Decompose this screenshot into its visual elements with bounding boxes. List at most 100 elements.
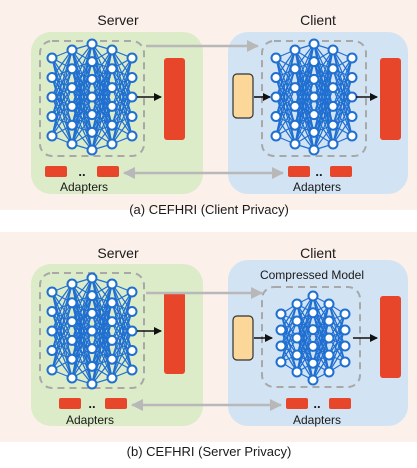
panel-b-server-network-neuron <box>46 364 58 376</box>
panel-b-server-network-neuron <box>46 345 58 356</box>
panel-b-client-output-block <box>380 296 401 378</box>
panel-b-server-network-neuron <box>106 353 118 365</box>
panel-b-server-network-connection <box>51 321 73 371</box>
panel-b-server-network-connection <box>91 283 113 349</box>
panel-b-client-network-connection <box>296 312 314 373</box>
panel-b-server-network-neuron <box>106 334 118 346</box>
panel-b-client-network-connection <box>328 329 346 373</box>
panel-b-client-title: Client <box>300 245 336 261</box>
panel-b-server-network-neuron <box>46 306 58 317</box>
panel-b-server-network-neuron <box>46 325 58 337</box>
panel-b-client-network-neuron <box>323 315 335 327</box>
panel-a-client-network-connection <box>332 77 353 145</box>
panel-b-server-network-connection <box>71 330 93 379</box>
panel-b-server-network-neuron <box>86 307 98 319</box>
panel-a-client-network-connection <box>313 87 334 151</box>
panel-a-client-adapter-dots: .. <box>315 164 322 179</box>
panel-a-client-network-connection <box>275 49 296 78</box>
panel-b-server-network-connection <box>111 291 133 360</box>
panel-b-server-network-neuron <box>66 316 78 328</box>
panel-a-server-network-connection <box>51 49 73 98</box>
panel-b-client-network-neuron <box>307 340 319 352</box>
panel-b-client-network-connection <box>328 313 346 373</box>
panel-b-server-network-connection <box>51 283 73 312</box>
panel-a-server-network-neuron <box>126 91 138 103</box>
panel-b-server-network-neuron <box>126 286 138 298</box>
panel-b-server-network-connection <box>51 283 73 332</box>
panel-a-server-network-neuron <box>66 63 78 75</box>
panel-a-server-network-neuron <box>126 52 138 64</box>
panel-b-server-network-neuron <box>106 297 118 309</box>
panel-a-server-network-neuron <box>46 111 58 122</box>
panel-a-client-network-neuron <box>289 44 301 56</box>
panel-a-server-network-neuron <box>86 56 98 68</box>
panel-a-server-network-neuron <box>46 130 58 142</box>
panel-a-server-adapter-right <box>97 166 119 177</box>
panel-b-server-network-neuron <box>66 297 78 309</box>
panel-b-server-network-connection <box>91 283 113 332</box>
panel-a-server-adapters-label: Adapters <box>60 180 108 194</box>
panel-a-client-network-connection <box>332 57 353 88</box>
panel-a-client-network-neuron <box>289 119 301 131</box>
panel-b-server-adapter-right <box>105 398 127 409</box>
panel-a-client-title: Client <box>300 12 336 28</box>
panel-a-client-network-neuron <box>270 130 282 142</box>
panel-b-server-network-neuron <box>66 353 78 365</box>
panel-a-server-network-connection <box>51 49 73 117</box>
panel-b-client-network-neuron <box>307 324 319 336</box>
panel-a-server-network-connection <box>71 43 93 88</box>
panel-a-server-network-neuron <box>106 82 118 94</box>
panel-b-client-network-neuron <box>339 324 351 336</box>
panel-b-client-adapter-right <box>329 398 351 409</box>
panel-a-client-network-connection <box>294 43 315 107</box>
panel-a-server-network-connection <box>91 106 113 151</box>
panel-a-server-network-connection <box>111 57 133 145</box>
panel-b-server-network-connection <box>71 277 93 322</box>
panel-a-client-network-connection <box>294 43 315 88</box>
panel-b-client-network-neuron <box>291 315 303 327</box>
panel-a-client-network-neuron <box>308 73 320 85</box>
panel-a-client-network-connection <box>275 68 296 137</box>
panel-a-server-network-connection <box>111 57 133 88</box>
panel-b-server-network-connection <box>71 277 93 341</box>
panel-a-server-network-neuron <box>86 109 98 121</box>
panel-b-client-network-neuron <box>291 366 303 378</box>
panel-b-server-network-neuron <box>86 272 98 284</box>
panel-a-server-network-neuron <box>126 130 138 142</box>
panel-a-client-network-connection <box>313 49 334 98</box>
panel-a-client-adapters-label: Adapters <box>293 180 341 194</box>
panel-a-server-network-neuron <box>106 138 118 150</box>
panel-a-server-network-connection <box>51 49 73 137</box>
panel-a-client-input-block <box>232 73 254 119</box>
panel-a-server-network-neuron <box>66 138 78 150</box>
panel-b-client-adapters-label: Adapters <box>293 413 341 427</box>
panel-b-server-network-neuron <box>106 278 118 290</box>
panel-b-client-network-connection <box>312 337 330 381</box>
panel-a-server-network-connection <box>111 57 133 126</box>
panel-a-client-network-connection <box>275 87 296 137</box>
panel-b-client-network-neuron <box>275 356 287 368</box>
panel-a-client-network-connection <box>294 79 315 145</box>
panel-b: Server Client .. Adapters Compressed Mod… <box>0 232 417 459</box>
panel-a-server-network-neuron <box>106 100 118 112</box>
panel-b-compressed-model-label: Compressed Model <box>260 268 364 282</box>
panel-a-client-network-connection <box>332 57 353 126</box>
panel-b-server-network-neuron <box>86 325 98 337</box>
panel-a-client-network <box>270 38 358 156</box>
panel-b-client-adapter-dots: .. <box>313 396 320 411</box>
panel-a-client-network-connection <box>313 106 334 151</box>
panel-a-server-network-connection <box>71 114 93 145</box>
panel-b-server-network-connection <box>91 283 113 314</box>
panel-b-client-input-block <box>232 315 254 361</box>
panel-a-client-network-neuron <box>270 72 282 83</box>
panel-b-client-network-neuron <box>275 340 287 352</box>
panel-a-client-network-neuron <box>308 56 320 68</box>
panel-b-server-network-connection <box>71 313 93 379</box>
panel-b-client-network-neuron <box>291 349 303 361</box>
panel-b-server-network-neuron <box>86 378 98 390</box>
panel-b-server-network-neuron <box>86 360 98 372</box>
panel-a-server-network-neuron <box>66 119 78 131</box>
panel-a-client-network-connection <box>275 106 296 137</box>
panel-a-client-network-neuron <box>270 111 282 122</box>
panel-b-server-network-connection <box>111 311 133 379</box>
